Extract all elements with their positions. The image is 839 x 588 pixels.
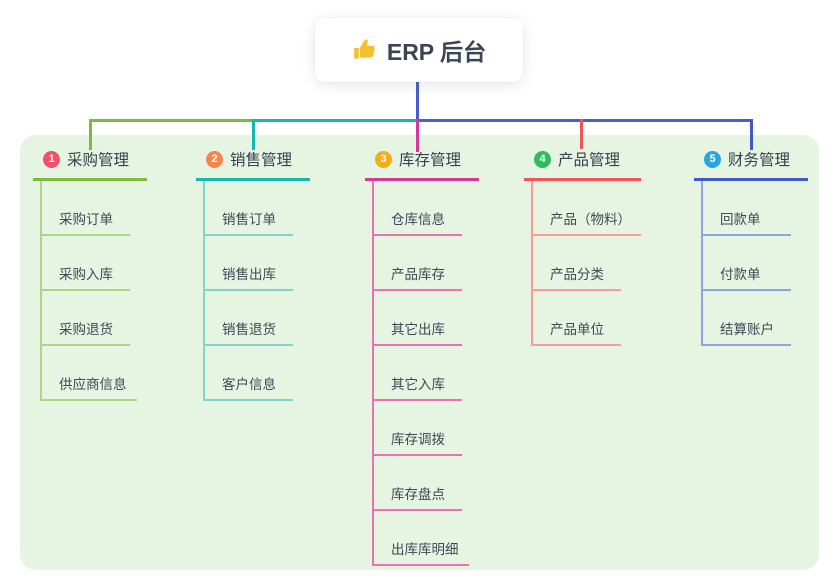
thumbs-up-icon xyxy=(354,39,375,59)
connector-h-branch5 xyxy=(417,119,753,122)
branch-sales-label: 销售管理 xyxy=(230,152,293,169)
connector-h-branch2 xyxy=(254,119,417,122)
child-node[interactable]: 库存盘点 xyxy=(374,456,462,511)
branch-purchase-children: 采购订单 采购入库 采购退货 供应商信息 xyxy=(40,181,147,401)
badge-5: 5 xyxy=(704,150,721,168)
connector-drop-branch5 xyxy=(750,119,753,150)
branch-sales-children: 销售订单 销售出库 销售退货 客户信息 xyxy=(203,181,310,401)
branch-purchase-label: 采购管理 xyxy=(67,152,130,169)
branch-product-node[interactable]: 4 产品管理 xyxy=(524,148,641,181)
branch-product: 4 产品管理 产品（物料） 产品分类 产品单位 xyxy=(524,148,641,346)
connector-drop-branch4 xyxy=(580,119,583,149)
child-node[interactable]: 采购入库 xyxy=(42,236,130,291)
child-node[interactable]: 客户信息 xyxy=(205,346,293,401)
branch-sales-node[interactable]: 2 销售管理 xyxy=(196,148,310,181)
branch-product-label: 产品管理 xyxy=(558,152,621,169)
connector-drop-branch1 xyxy=(89,119,92,150)
child-node[interactable]: 其它出库 xyxy=(374,291,462,346)
branch-finance-node[interactable]: 5 财务管理 xyxy=(694,148,808,181)
badge-4: 4 xyxy=(534,150,551,168)
child-node[interactable]: 采购订单 xyxy=(42,181,130,236)
branch-inventory-node[interactable]: 3 库存管理 xyxy=(365,148,479,181)
branch-finance-children: 回款单 付款单 结算账户 xyxy=(701,181,808,346)
child-node[interactable]: 结算账户 xyxy=(703,291,791,346)
branch-product-children: 产品（物料） 产品分类 产品单位 xyxy=(531,181,641,346)
branch-sales: 2 销售管理 销售订单 销售出库 销售退货 客户信息 xyxy=(196,148,310,401)
connector-drop-branch2 xyxy=(252,119,255,150)
child-node[interactable]: 销售出库 xyxy=(205,236,293,291)
child-node[interactable]: 回款单 xyxy=(703,181,791,236)
child-node[interactable]: 采购退货 xyxy=(42,291,130,346)
branch-inventory-children: 仓库信息 产品库存 其它出库 其它入库 库存调拨 库存盘点 出库库明细 xyxy=(372,181,479,566)
child-node[interactable]: 供应商信息 xyxy=(42,346,137,401)
branch-purchase-node[interactable]: 1 采购管理 xyxy=(33,148,147,181)
child-node[interactable]: 产品单位 xyxy=(533,291,621,346)
child-node[interactable]: 销售退货 xyxy=(205,291,293,346)
branch-inventory: 3 库存管理 仓库信息 产品库存 其它出库 其它入库 库存调拨 库存盘点 出库库… xyxy=(365,148,479,566)
connector-drop-branch3 xyxy=(416,119,419,152)
child-node[interactable]: 产品分类 xyxy=(533,236,621,291)
badge-3: 3 xyxy=(375,150,392,168)
badge-1: 1 xyxy=(43,150,60,168)
child-node[interactable]: 库存调拨 xyxy=(374,401,462,456)
branch-finance: 5 财务管理 回款单 付款单 结算账户 xyxy=(694,148,808,346)
badge-2: 2 xyxy=(206,150,223,168)
child-node[interactable]: 产品库存 xyxy=(374,236,462,291)
branches-panel xyxy=(20,135,819,570)
child-node[interactable]: 付款单 xyxy=(703,236,791,291)
child-node[interactable]: 产品（物料） xyxy=(533,181,641,236)
child-node[interactable]: 其它入库 xyxy=(374,346,462,401)
connector-h-branch1 xyxy=(89,119,254,122)
child-node[interactable]: 销售订单 xyxy=(205,181,293,236)
branch-finance-label: 财务管理 xyxy=(728,152,791,169)
root-title: ERP 后台 xyxy=(386,39,487,65)
branch-purchase: 1 采购管理 采购订单 采购入库 采购退货 供应商信息 xyxy=(33,148,147,401)
child-node[interactable]: 出库库明细 xyxy=(374,511,469,566)
branch-inventory-label: 库存管理 xyxy=(399,152,462,169)
child-node[interactable]: 仓库信息 xyxy=(374,181,462,236)
root-node[interactable]: ERP 后台 xyxy=(315,18,523,82)
root-trunk-line xyxy=(416,82,419,120)
